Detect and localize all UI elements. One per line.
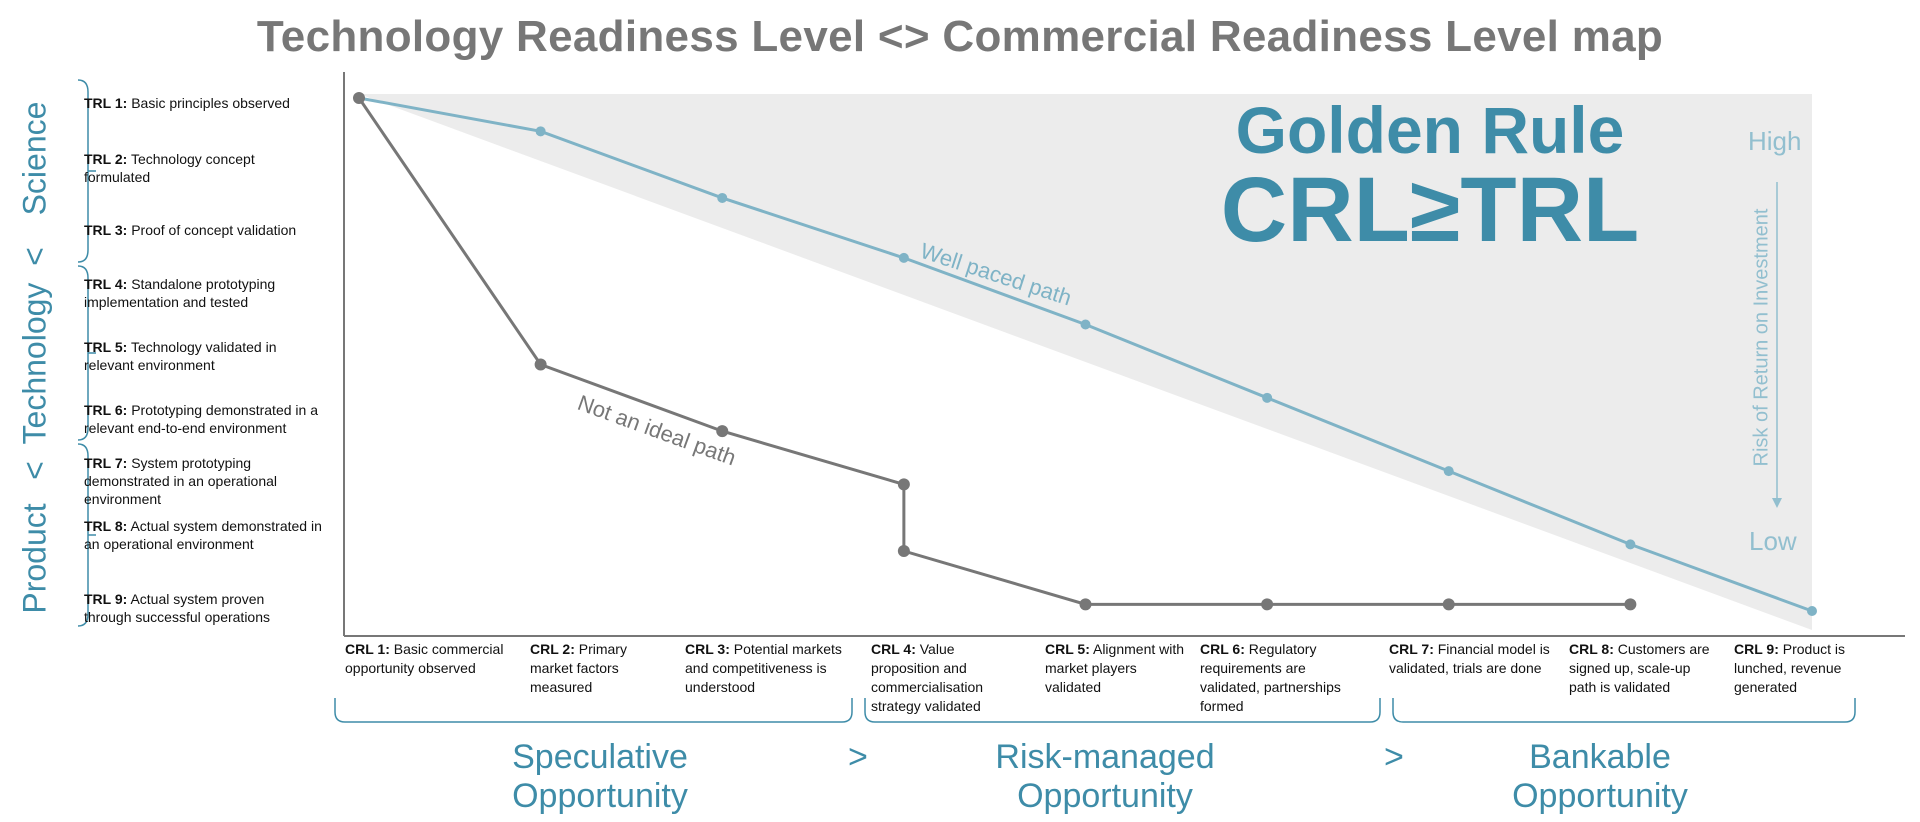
well-paced-path-point-7: [1443, 466, 1454, 477]
well-paced-path-point-8: [1625, 539, 1636, 550]
golden-rule-heading: Golden Rule: [1235, 93, 1625, 167]
not-ideal-path-point-4: [897, 478, 910, 491]
well-paced-path-point-4: [898, 252, 909, 263]
crl-item-8: CRL 8: Customers are signed up, scale-up…: [1569, 641, 1710, 695]
crl-item-3: CRL 3: Potential markets and competitive…: [685, 641, 842, 695]
trl-item-8: TRL 8: Actual system demonstrated in an …: [84, 518, 322, 552]
risk-axis-label: Risk of Return on Investment: [1750, 208, 1773, 467]
risk-high-label: High: [1748, 126, 1802, 156]
well-paced-path-point-9: [1807, 606, 1817, 617]
well-paced-path-point-3: [717, 192, 728, 203]
not-ideal-path-point-2: [534, 358, 547, 371]
not-ideal-path-point-6: [1079, 598, 1092, 611]
side-label-product: Product: [16, 503, 53, 614]
crl-item-4: CRL 4: Value proposition and commerciali…: [871, 641, 984, 714]
not-ideal-path-point-9: [1624, 598, 1637, 611]
trl-item-6: TRL 6: Prototyping demonstrated in a rel…: [84, 402, 318, 436]
crl-item-9: CRL 9: Product is lunched, revenue gener…: [1734, 641, 1845, 695]
shaded-region: [359, 94, 1812, 630]
bracket-product: [77, 443, 96, 627]
trl-item-5: TRL 5: Technology validated in relevant …: [84, 339, 277, 373]
trl-item-3: TRL 3: Proof of concept validation: [84, 222, 297, 238]
not-ideal-path-point-5: [897, 545, 910, 558]
phase-separator-1: >: [848, 738, 868, 776]
not-ideal-path-point-1: [353, 92, 365, 104]
risk-arrow-head: [1772, 498, 1782, 508]
well-paced-path-point-6: [1262, 392, 1273, 403]
phase-separator-2: >: [1384, 738, 1404, 776]
not-ideal-path-point-3: [716, 425, 729, 438]
side-label-technology: Technology: [16, 282, 53, 445]
risk-low-label: Low: [1749, 526, 1797, 556]
not-ideal-path-point-7: [1261, 598, 1274, 611]
well-paced-path-point-2: [535, 126, 546, 137]
crl-item-6: CRL 6: Regulatory requirements are valid…: [1200, 641, 1341, 714]
brace-bankable: [1392, 698, 1856, 723]
crl-item-1: CRL 1: Basic commercial opportunity obse…: [345, 641, 504, 676]
side-label-science: Science: [16, 101, 53, 216]
well-paced-path-point-5: [1080, 319, 1091, 330]
trl-item-9: TRL 9: Actual system proven through succ…: [84, 591, 270, 625]
crl-item-2: CRL 2: Primary market factors measured: [530, 641, 627, 695]
not-ideal-path-point-8: [1442, 598, 1455, 611]
trl-item-7: TRL 7: System prototyping demonstrated i…: [84, 455, 278, 507]
trl-item-1: TRL 1: Basic principles observed: [84, 95, 290, 111]
trl-item-4: TRL 4: Standalone prototyping implementa…: [84, 276, 276, 310]
brace-speculative: [334, 698, 853, 723]
bracket-science: [77, 79, 96, 263]
golden-rule-formula: CRL≥TRL: [1220, 159, 1640, 261]
brace-risk-managed: [864, 698, 1381, 723]
page-title: Technology Readiness Level <> Commercial…: [256, 12, 1664, 61]
crl-item-7: CRL 7: Financial model is validated, tri…: [1389, 641, 1550, 676]
trl-item-2: TRL 2: Technology concept formulated: [84, 151, 255, 185]
crl-item-5: CRL 5: Alignment with market players val…: [1045, 641, 1185, 695]
bracket-technology: [77, 265, 96, 441]
